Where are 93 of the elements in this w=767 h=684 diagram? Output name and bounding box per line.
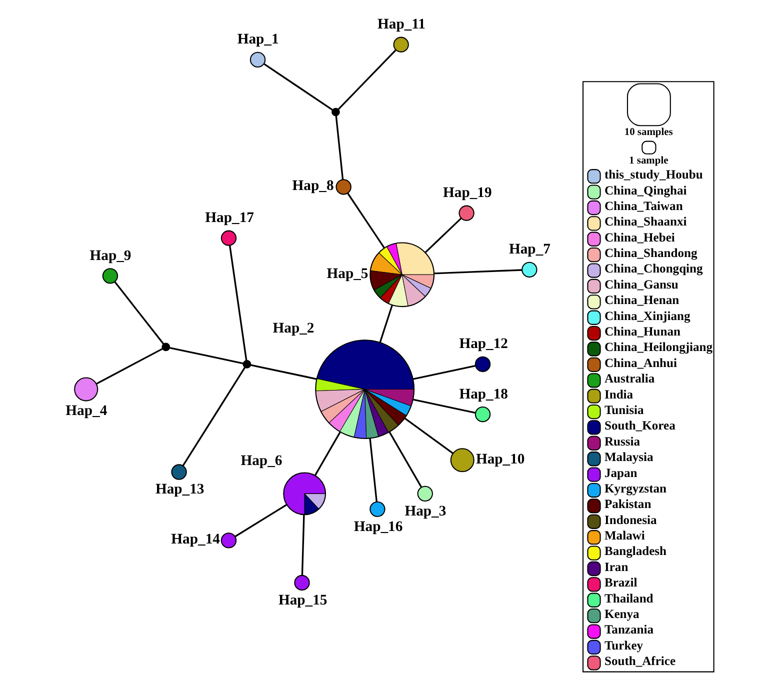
node-label: Hap_9 [89,248,131,264]
legend-label: Indonesia [604,512,656,527]
legend-label: Kenya [604,607,639,622]
node-label: Hap_16 [353,518,402,535]
legend-label: Iran [604,560,628,574]
node-circle [249,52,266,68]
connector [388,432,422,488]
node-label: Hap_11 [377,16,425,33]
node-circle [242,360,251,368]
node-label: Hap_17 [204,210,254,226]
node-label: Hap_1 [236,32,278,48]
legend-label: South_Africe [604,654,676,668]
node-circle [450,448,474,472]
connector [228,245,247,361]
connector [412,365,475,380]
node-label: Hap_14 [170,531,220,548]
connector [412,398,475,414]
legend-label: China_Shaanxi [604,214,686,229]
node-circle [474,356,490,372]
node-label: Hap_12 [458,336,508,352]
node-label: Hap_10 [475,451,524,468]
legend-label: China_Henan [604,293,679,308]
node-circle [74,377,98,402]
node-circle [416,486,432,502]
legend-label: China_Taiwan [604,198,682,213]
node-label: Hap_7 [508,242,550,258]
legend-label: China_Anhui [604,356,676,370]
legend-label: China_Gansu [604,277,678,292]
node-circle [161,342,170,352]
connector [434,269,522,274]
node-label: Hap_2 [272,320,314,336]
connector [263,63,332,111]
connector [404,418,453,454]
legend-label: Malawi [604,528,644,543]
node-circle [474,406,490,422]
legend-label: Australia [604,372,654,386]
node-label: Hap_15 [278,592,327,608]
legend-label: Turkey [604,638,643,652]
legend-label: Russia [604,434,640,448]
node-circle [392,36,408,52]
connector [334,116,344,180]
node-circle [102,268,118,284]
node-label: Hap_4 [65,403,107,420]
node-label: Hap_8 [292,178,334,194]
connector [234,504,287,538]
node-label: Hap_18 [458,386,508,402]
node-circle [369,501,385,518]
legend-label: Tunisia [604,402,644,417]
node-circle [521,262,537,278]
legend-label: China_Chongqing [604,262,702,276]
legend-label: China_Heilongjiang [604,340,712,354]
connector [346,192,384,248]
connector [300,514,304,576]
node-circle [331,108,340,116]
node-label: Hap_19 [442,185,492,202]
legend-label: South_Korea [604,418,675,433]
legend-label: China_Hunan [604,324,680,339]
node-label: Hap_3 [404,503,446,520]
legend-label: Kyrgyzstan [604,481,666,496]
legend-label: Tanzania [604,622,654,637]
connector [378,305,392,343]
legend-label: 1 sample [628,155,668,166]
legend-label: Japan [604,466,637,480]
legend-label: Malaysia [604,450,653,464]
node-circle [294,574,310,591]
node-circle [220,230,236,246]
connector [96,348,162,385]
connector [114,281,164,344]
node-label: Hap_5 [326,266,368,282]
legend-label: Bangladesh [604,544,666,558]
legend-label: Brazil [604,576,637,590]
legend-label: Pakistan [604,497,651,512]
legend-label: China_Xinjiang [604,308,690,323]
connector [250,364,316,380]
connector [424,218,462,254]
node-circle [220,532,236,548]
legend-label: China_Shandong [604,246,697,260]
connector [368,438,377,502]
connector [182,366,246,466]
node-label: Hap_13 [154,482,204,498]
legend-label: Thailand [604,591,653,606]
connector [168,346,243,364]
legend-label: 10 samples [624,127,672,138]
node-circle [170,464,186,480]
node-label: Hap_6 [240,453,282,470]
legend-label: India [604,387,633,402]
connector [337,50,396,110]
legend-label: China_Qinghai [604,183,686,198]
node-circle [458,205,474,221]
legend-label: China_Hebei [604,230,674,244]
connector [314,432,340,476]
node-circle [335,179,351,195]
legend-label: this_study_Houbu [604,168,702,182]
